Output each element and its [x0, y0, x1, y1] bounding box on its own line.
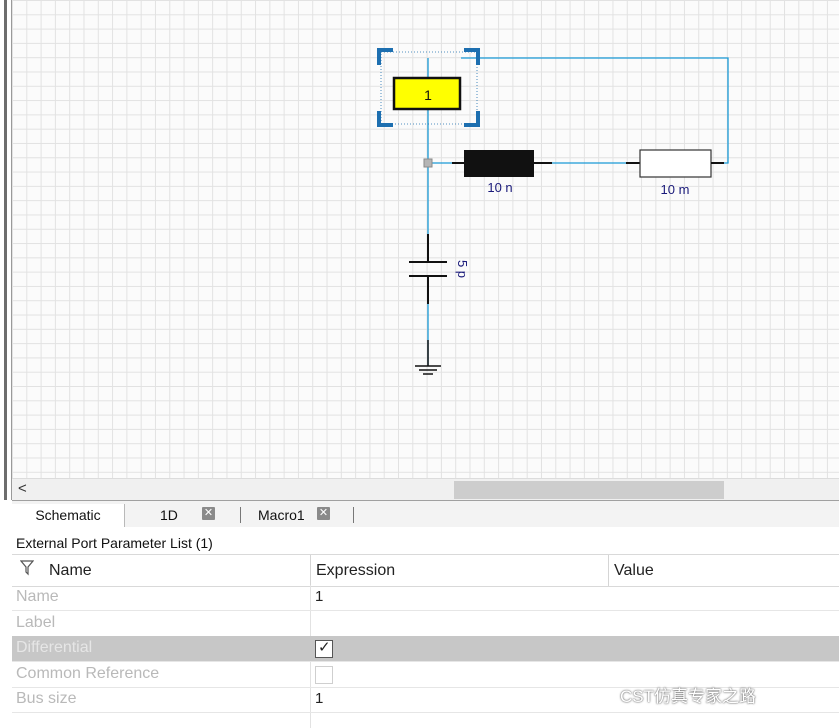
- tab-1d[interactable]: 1D: [160, 507, 178, 523]
- common-reference-checkbox[interactable]: [315, 666, 333, 684]
- filter-icon[interactable]: [19, 560, 35, 581]
- table-row[interactable]: Name 1: [12, 585, 839, 611]
- wires: [427, 57, 729, 366]
- table-row[interactable]: Bus size 1: [12, 687, 839, 713]
- ground-symbol: [415, 340, 441, 375]
- differential-checkbox[interactable]: ✓: [315, 639, 333, 658]
- table-row[interactable]: Label: [12, 611, 839, 637]
- panel-title: External Port Parameter List (1): [16, 535, 213, 551]
- external-port-parameter-panel: External Port Parameter List (1) Name Ex…: [12, 527, 839, 728]
- row-name-cell: Bus size: [16, 690, 77, 707]
- schematic-canvas[interactable]: 1 10 n 10 m 5 p: [12, 0, 839, 478]
- row-expression-cell[interactable]: 1: [315, 588, 324, 605]
- column-header-expression[interactable]: Expression: [316, 562, 396, 579]
- table-row-selected[interactable]: Differential ✓: [12, 636, 839, 662]
- watermark-text: CST仿真专家之路: [620, 687, 756, 706]
- column-header-name[interactable]: Name: [49, 562, 92, 579]
- port-label: 1: [424, 87, 432, 103]
- table-row[interactable]: Common Reference: [12, 662, 839, 688]
- schematic-diagram: 1 10 n 10 m 5 p: [377, 48, 729, 375]
- tab-schematic[interactable]: Schematic: [12, 504, 125, 529]
- editor-tab-bar: Schematic 1D ✕ Macro1 ✕: [12, 500, 839, 529]
- horizontal-scrollbar[interactable]: <: [12, 478, 839, 501]
- port-1: [392, 76, 462, 111]
- row-name-cell: Common Reference: [16, 665, 160, 682]
- row-expression-cell[interactable]: 1: [315, 690, 324, 707]
- row-name-cell: Name: [16, 588, 59, 605]
- scrollbar-thumb[interactable]: [454, 481, 724, 499]
- tab-separator: [240, 507, 241, 523]
- resistor: [639, 149, 712, 178]
- close-tab-1d-icon[interactable]: ✕: [202, 507, 215, 520]
- column-header-value[interactable]: Value: [614, 562, 654, 579]
- tab-macro1[interactable]: Macro1: [258, 507, 305, 523]
- row-name-cell: Differential: [16, 639, 93, 656]
- close-tab-macro1-icon[interactable]: ✕: [317, 507, 330, 520]
- left-frame-border: [0, 0, 12, 500]
- inductor-label: 10 n: [487, 180, 512, 195]
- row-name-cell: Label: [16, 614, 56, 631]
- scroll-left-arrow-icon[interactable]: <: [18, 480, 27, 497]
- inductor: [464, 150, 534, 177]
- tab-separator: [353, 507, 354, 523]
- junction-node: [423, 158, 433, 168]
- capacitor-label: 5 p: [455, 260, 470, 278]
- table-header: Name Expression Value: [12, 554, 839, 587]
- port-selection: [377, 48, 480, 127]
- wire-top-loop: [461, 57, 729, 164]
- checkmark-icon: ✓: [318, 639, 331, 656]
- resistor-label: 10 m: [661, 182, 690, 197]
